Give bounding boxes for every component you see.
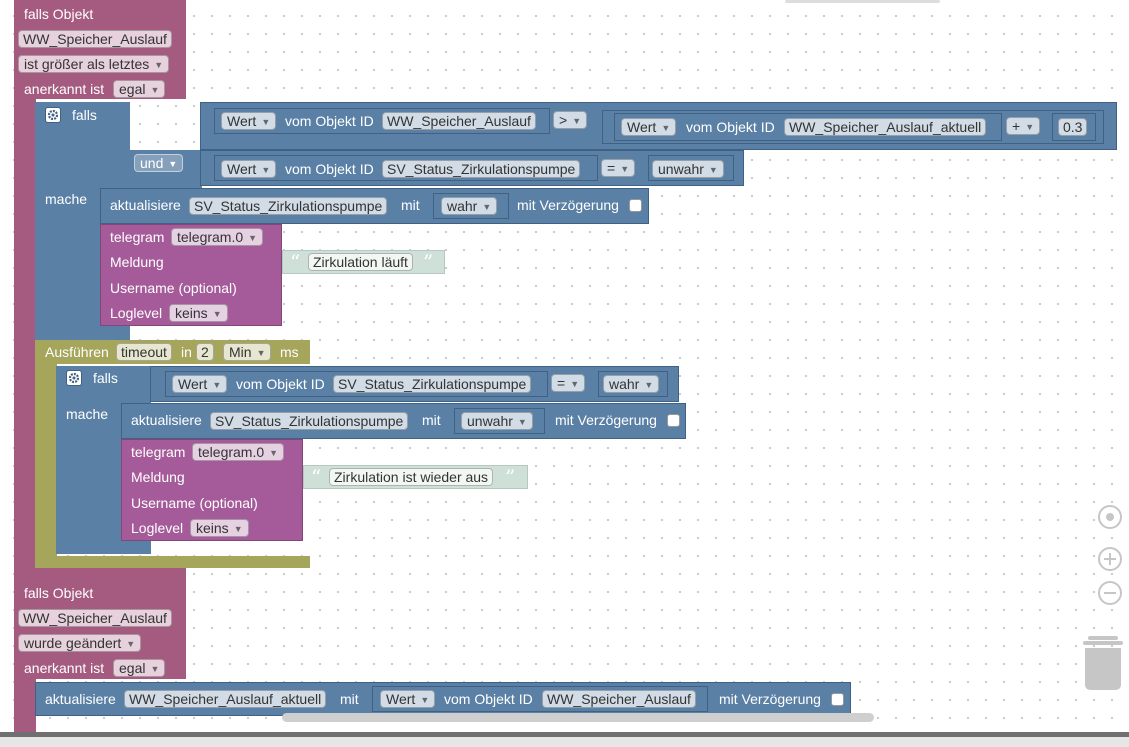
if2-update-value-dropdown[interactable]: unwahr▼ <box>461 412 533 430</box>
if2-telegram-meldung: Meldung <box>131 469 185 485</box>
event2-update-src-field[interactable]: WW_Speicher_Auslauf <box>542 690 696 708</box>
if1-update-value-dropdown[interactable]: wahr▼ <box>441 197 498 215</box>
if1-cond1-plus-dropdown[interactable]: +▼ <box>1006 117 1041 135</box>
event2-condition-dropdown[interactable]: wurde geändert▼ <box>18 634 142 652</box>
if1-update-delay-label: mit Verzögerung <box>517 197 619 213</box>
if1-und-dropdown[interactable]: und▼ <box>134 154 184 172</box>
if1-cond1-obj-field[interactable]: WW_Speicher_Auslauf <box>382 112 536 130</box>
open-quote-icon: “ <box>311 465 322 489</box>
timeout-type-field[interactable]: timeout <box>116 343 172 361</box>
horizontal-scrollbar[interactable] <box>282 713 874 722</box>
if1-telegram-username: Username (optional) <box>110 280 237 296</box>
event2-update-label: aktualisiere <box>45 691 116 707</box>
if1-cond1-obj-label: vom Objekt ID <box>285 113 374 129</box>
if1-cond2-op-dropdown[interactable]: =▼ <box>601 159 636 177</box>
if2-mache: mache <box>66 406 109 422</box>
timeout-block-spine <box>35 362 57 558</box>
event2-update-value-dropdown[interactable]: Wert▼ <box>380 690 436 708</box>
if1-cond1-number-field[interactable]: 0.3 <box>1058 118 1088 136</box>
event2-head: falls Objekt <box>24 585 94 601</box>
trash-icon[interactable] <box>1082 636 1124 692</box>
event1-ack-dropdown[interactable]: egal▼ <box>113 80 166 98</box>
if2-cond-bool-dropdown[interactable]: wahr▼ <box>603 375 660 393</box>
event1-object-field[interactable]: WW_Speicher_Auslauf <box>18 30 172 48</box>
if1-cond1-value-dropdown[interactable]: Wert▼ <box>221 112 277 130</box>
event1-ack-label: anerkannt ist <box>24 81 105 97</box>
if1-cond2-bool-dropdown[interactable]: unwahr▼ <box>652 160 724 178</box>
open-quote-icon: “ <box>290 250 301 274</box>
if2-falls: falls <box>93 370 118 386</box>
if2-telegram-username: Username (optional) <box>131 495 258 511</box>
if1-update-obj-field[interactable]: SV_Status_Zirkulationspumpe <box>189 197 388 215</box>
if1-cond1-inner-obj-label: vom Objekt ID <box>686 119 775 135</box>
if2-telegram-loglevel: Loglevel <box>131 520 184 536</box>
if2-telegram-message-field[interactable]: Zirkulation ist wieder aus <box>329 468 494 486</box>
if1-update-label: aktualisiere <box>110 197 181 213</box>
bottom-border <box>0 732 1129 737</box>
gear-icon[interactable] <box>45 107 61 123</box>
timeout-block-foot <box>35 556 310 568</box>
if1-telegram-loglevel: Loglevel <box>110 305 163 321</box>
timeout-label: Ausführen <box>45 344 109 360</box>
if2-update-delay-label: mit Verzögerung <box>555 412 657 428</box>
if2-cond-value-dropdown[interactable]: Wert▼ <box>172 375 228 393</box>
event-block-1-spine <box>14 98 36 576</box>
if1-cond2-obj-field[interactable]: SV_Status_Zirkulationspumpe <box>382 160 581 178</box>
if1-telegram-meldung: Meldung <box>110 254 164 270</box>
if2-telegram-loglevel-dropdown[interactable]: keins▼ <box>190 519 249 537</box>
event2-update-obj-field[interactable]: WW_Speicher_Auslauf_aktuell <box>124 690 327 708</box>
event1-condition-dropdown[interactable]: ist größer als letztes▼ <box>18 55 170 73</box>
if1-update-mit: mit <box>401 197 420 213</box>
if1-telegram-instance-dropdown[interactable]: telegram.0▼ <box>171 228 264 246</box>
event2-update-delay-label: mit Verzögerung <box>719 691 821 707</box>
if1-cond1-inner-obj-field[interactable]: WW_Speicher_Auslauf_aktuell <box>784 118 987 136</box>
close-quote-icon: ” <box>423 250 434 274</box>
zoom-out-icon[interactable] <box>1098 581 1122 605</box>
event2-update-delay-checkbox[interactable] <box>831 693 844 706</box>
if1-telegram-loglevel-dropdown[interactable]: keins▼ <box>169 304 228 322</box>
if1-cond1-op-dropdown[interactable]: >▼ <box>553 111 588 129</box>
if2-cond-op-dropdown[interactable]: =▼ <box>551 374 586 392</box>
if1-falls: falls <box>72 107 97 123</box>
event-block-2-spine <box>14 678 36 732</box>
event2-ack-label: anerkannt ist <box>24 660 105 676</box>
if2-update-obj-field[interactable]: SV_Status_Zirkulationspumpe <box>210 412 409 430</box>
timeout-unit-dropdown[interactable]: Min▼ <box>223 343 272 361</box>
close-quote-icon: ” <box>505 465 516 489</box>
timeout-ms: ms <box>280 344 299 360</box>
event2-ack-dropdown[interactable]: egal▼ <box>113 659 166 677</box>
if2-cond-obj-field[interactable]: SV_Status_Zirkulationspumpe <box>333 375 532 393</box>
event2-update-mit: mit <box>340 691 359 707</box>
if2-update-label: aktualisiere <box>131 412 202 428</box>
if1-telegram-message-field[interactable]: Zirkulation läuft <box>308 253 413 271</box>
if1-telegram-label: telegram <box>110 229 165 245</box>
if1-mache: mache <box>45 191 88 207</box>
if1-cond2-value-dropdown[interactable]: Wert▼ <box>221 160 277 178</box>
timeout-value-field[interactable]: 2 <box>196 343 214 361</box>
event1-head: falls Objekt <box>24 6 94 22</box>
zoom-in-icon[interactable] <box>1098 547 1122 571</box>
if2-update-mit: mit <box>422 412 441 428</box>
blockly-workspace[interactable]: falls Objekt WW_Speicher_Auslauf ist grö… <box>0 0 1129 732</box>
event2-update-obj-label: vom Objekt ID <box>444 691 533 707</box>
bottom-bar <box>0 737 1129 747</box>
if2-telegram-label: telegram <box>131 444 186 460</box>
if2-cond-obj-label: vom Objekt ID <box>236 376 325 392</box>
if1-cond2-obj-label: vom Objekt ID <box>285 161 374 177</box>
timeout-in: in <box>181 344 192 360</box>
if-block-1-row2 <box>120 150 202 188</box>
center-icon[interactable] <box>1098 505 1122 529</box>
if2-update-delay-checkbox[interactable] <box>667 414 680 427</box>
if1-update-delay-checkbox[interactable] <box>629 199 642 212</box>
top-scrollbar[interactable] <box>785 0 940 3</box>
if2-telegram-instance-dropdown[interactable]: telegram.0▼ <box>192 443 285 461</box>
event2-object-field[interactable]: WW_Speicher_Auslauf <box>18 609 172 627</box>
event-block-1-foot <box>14 568 186 580</box>
gear-icon[interactable] <box>66 370 82 386</box>
if1-cond1-inner-value-dropdown[interactable]: Wert▼ <box>621 118 677 136</box>
